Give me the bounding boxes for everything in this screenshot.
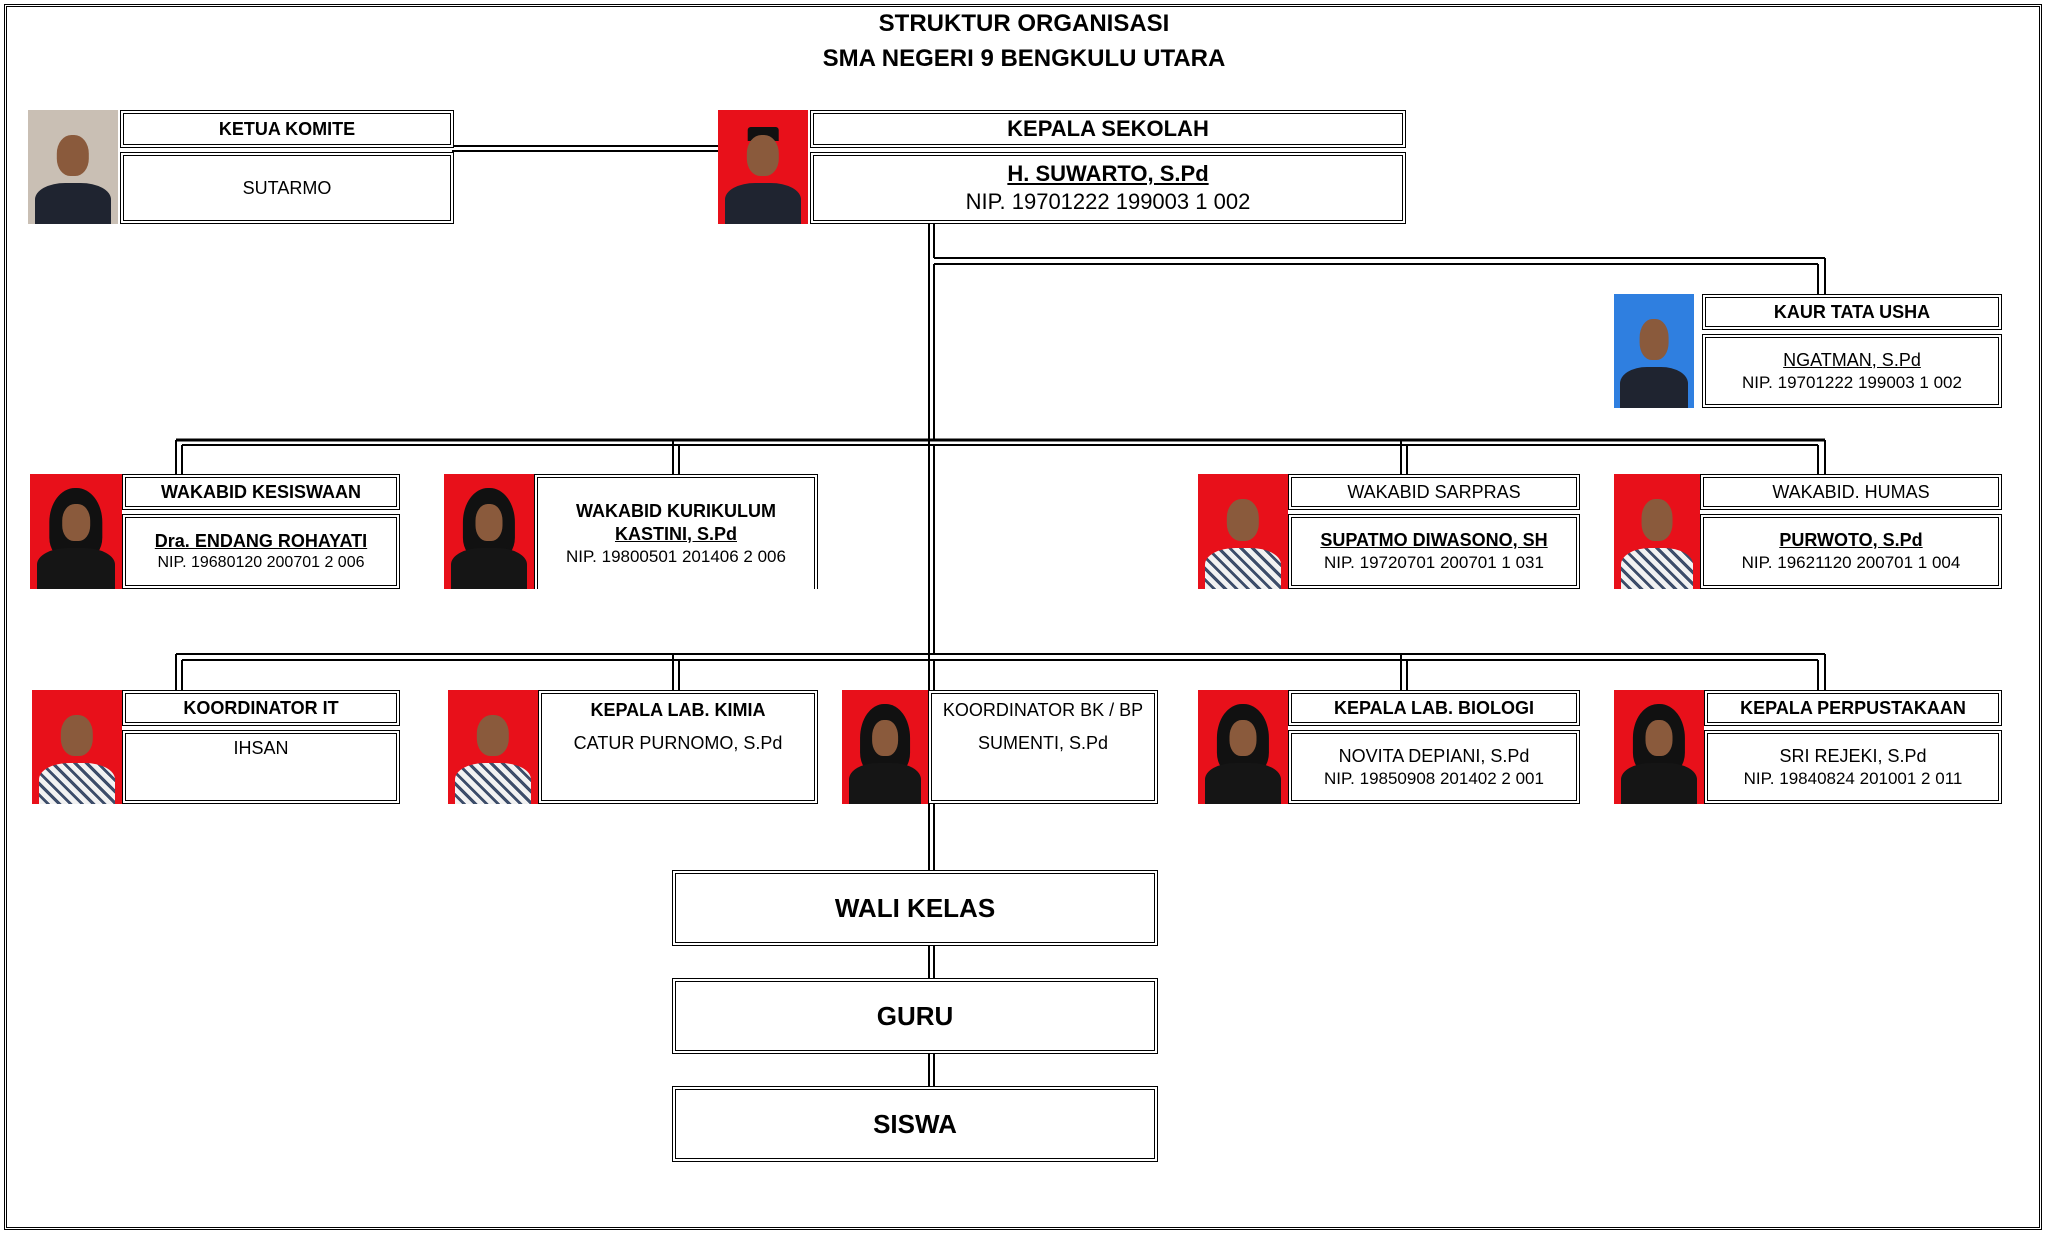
photo-wakabid-kesiswaan xyxy=(30,474,122,589)
photo-wakabid-kurikulum xyxy=(444,474,534,589)
person-nip: NIP. 19850908 201402 2 001 xyxy=(1324,768,1544,788)
role-label: KEPALA LAB. KIMIA xyxy=(590,700,766,720)
chart-subtitle: SMA NEGERI 9 BENGKULU UTARA xyxy=(822,45,1226,72)
role-label: KOORDINATOR BK / BP xyxy=(942,700,1144,720)
person-nip: NIP. 19701222 199003 1 002 xyxy=(965,189,1251,214)
photo-wakabid-humas xyxy=(1614,474,1700,589)
person-nip: NIP. 19621120 200701 1 004 xyxy=(1741,553,1961,572)
role-label: KEPALA PERPUSTAKAAN xyxy=(1704,690,2002,726)
role-label: KOORDINATOR IT xyxy=(122,690,400,726)
card-wakabid-sarpras: WAKABID SARPRAS SUPATMO DIWASONO, SH NIP… xyxy=(1198,474,1580,589)
card-koordinator-it: KOORDINATOR IT IHSAN xyxy=(32,690,400,804)
box-wali-kelas: WALI KELAS xyxy=(672,870,1158,946)
person-name: PURWOTO, S.Pd xyxy=(1779,530,1923,550)
role-label: WAKABID KURIKULUM xyxy=(576,500,776,521)
person-name: IHSAN xyxy=(233,738,289,758)
role-label: KAUR TATA USHA xyxy=(1702,294,2002,330)
role-label: KEPALA LAB. BIOLOGI xyxy=(1288,690,1580,726)
person-name: KASTINI, S.Pd xyxy=(614,523,737,544)
role-label: KEPALA SEKOLAH xyxy=(810,110,1406,148)
person-nip: NIP. 19840824 201001 2 011 xyxy=(1743,768,1963,788)
card-kaur-tata-usha: KAUR TATA USHA NGATMAN, S.Pd NIP. 197012… xyxy=(1614,294,2002,408)
photo-kepala-lab-kimia xyxy=(448,690,538,804)
role-label: WAKABID SARPRAS xyxy=(1288,474,1580,510)
card-kepala-perpustakaan: KEPALA PERPUSTAKAAN SRI REJEKI, S.Pd NIP… xyxy=(1614,690,2002,804)
card-ketua-komite: KETUA KOMITE SUTARMO xyxy=(28,110,454,224)
role-label: WAKABID. HUMAS xyxy=(1700,474,2002,510)
person-name: NGATMAN, S.Pd xyxy=(1783,349,1921,370)
person-name: NOVITA DEPIANI, S.Pd xyxy=(1338,745,1530,766)
person-name: SRI REJEKI, S.Pd xyxy=(1779,745,1927,766)
role-label: KETUA KOMITE xyxy=(120,110,454,148)
photo-kepala-lab-biologi xyxy=(1198,690,1288,804)
photo-koordinator-bk xyxy=(842,690,928,804)
card-wakabid-humas: WAKABID. HUMAS PURWOTO, S.Pd NIP. 196211… xyxy=(1614,474,2002,589)
photo-kepala-perpustakaan xyxy=(1614,690,1704,804)
photo-kaur-tata-usha xyxy=(1614,294,1694,408)
person-name: SUPATMO DIWASONO, SH xyxy=(1320,530,1548,550)
person-name: H. SUWARTO, S.Pd xyxy=(1007,161,1209,186)
photo-ketua-komite xyxy=(28,110,118,224)
box-siswa: SISWA xyxy=(672,1086,1158,1162)
card-kepala-lab-kimia: KEPALA LAB. KIMIA CATUR PURNOMO, S.Pd xyxy=(448,690,818,804)
person-nip: NIP. 19680120 200701 2 006 xyxy=(157,554,365,571)
box-guru: GURU xyxy=(672,978,1158,1054)
chart-title: STRUKTUR ORGANISASI xyxy=(878,10,1170,37)
person-nip: NIP. 19701222 199003 1 002 xyxy=(1742,372,1962,392)
role-label: WAKABID KESISWAAN xyxy=(122,474,400,510)
photo-koordinator-it xyxy=(32,690,122,804)
person-name: Dra. ENDANG ROHAYATI xyxy=(154,531,368,551)
card-wakabid-kurikulum: WAKABID KURIKULUM KASTINI, S.Pd NIP. 198… xyxy=(444,474,818,589)
photo-kepala-sekolah xyxy=(718,110,808,224)
person-nip: NIP. 19720701 200701 1 031 xyxy=(1324,553,1544,572)
person-name: SUTARMO xyxy=(120,152,454,224)
card-koordinator-bk: KOORDINATOR BK / BP SUMENTI, S.Pd xyxy=(842,690,1158,804)
card-kepala-sekolah: KEPALA SEKOLAH H. SUWARTO, S.Pd NIP. 197… xyxy=(718,110,1406,224)
page-frame xyxy=(4,4,2042,1230)
card-wakabid-kesiswaan: WAKABID KESISWAAN Dra. ENDANG ROHAYATI N… xyxy=(30,474,400,589)
person-name: SUMENTI, S.Pd xyxy=(977,733,1109,753)
person-name: CATUR PURNOMO, S.Pd xyxy=(573,733,783,753)
photo-wakabid-sarpras xyxy=(1198,474,1288,589)
person-nip: NIP. 19800501 201406 2 006 xyxy=(566,546,786,566)
card-kepala-lab-biologi: KEPALA LAB. BIOLOGI NOVITA DEPIANI, S.Pd… xyxy=(1198,690,1580,804)
